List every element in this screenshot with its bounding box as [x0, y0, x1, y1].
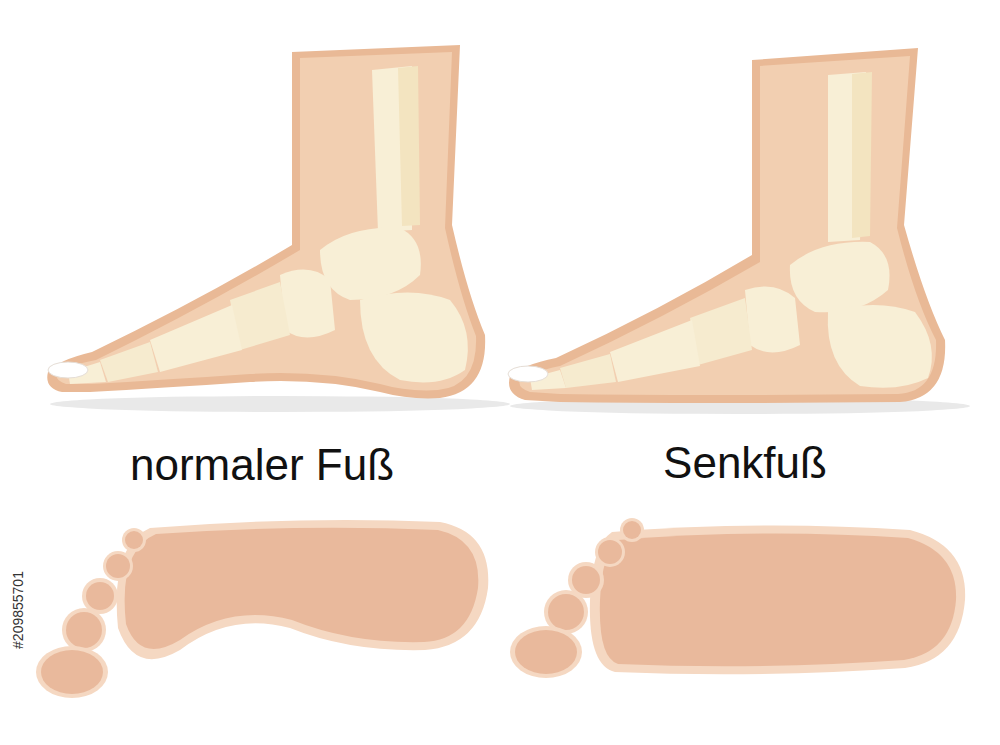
- normal-footprint: [36, 520, 488, 698]
- watermark-id: #209855701: [10, 571, 26, 649]
- shadow: [50, 396, 510, 412]
- flat-footprint: [510, 518, 965, 678]
- caption-label: Senkfuß: [663, 438, 827, 488]
- normal-foot-side: [47, 45, 485, 398]
- caption-label: normaler Fuß: [130, 440, 394, 490]
- flat-foot-side: [508, 48, 945, 403]
